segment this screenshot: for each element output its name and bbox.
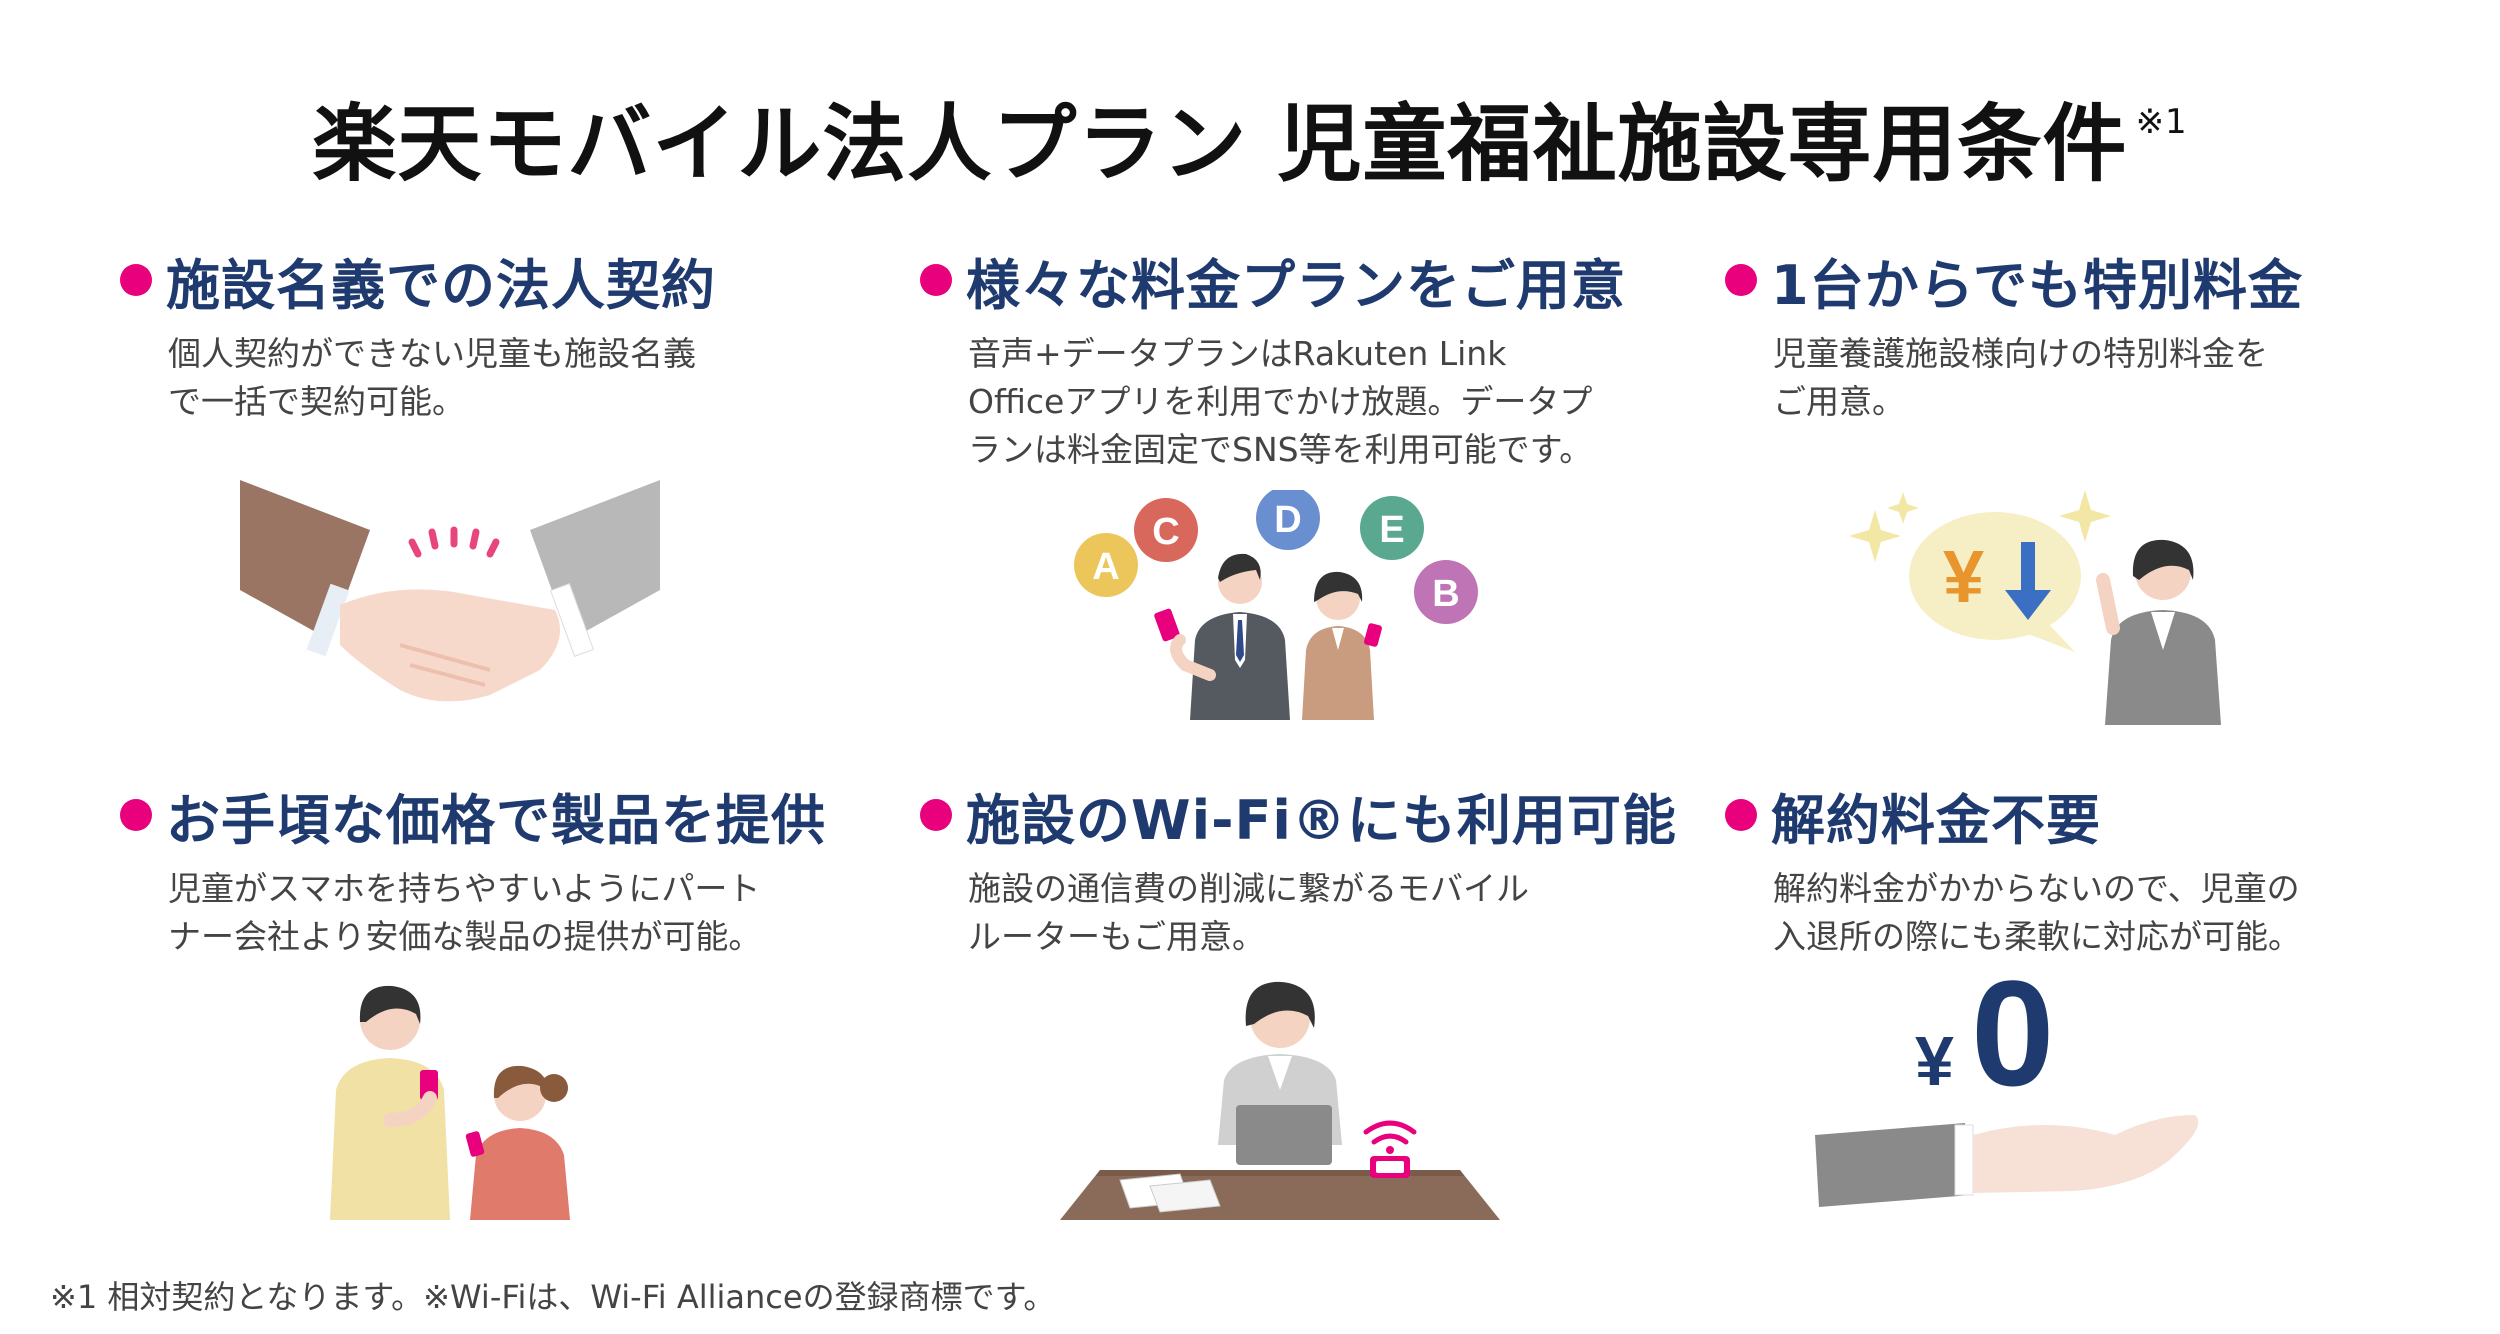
feature-title: 1台からでも特別料金	[1771, 253, 2303, 317]
feature-card-no-fee: 解約料金不要 解約料金がかからないので、児童の 入退所の際にも柔軟に対応が可能。…	[1725, 775, 2500, 1295]
bullet-dot	[1725, 264, 1757, 296]
feature-card-plans: 様々な料金プランをご用意 音声+データプランはRakuten Link Offi…	[920, 240, 1700, 760]
feature-description: 児童養護施設様向けの特別料金を ご用意。	[1773, 334, 2268, 421]
footnote: ※1 相対契約となります。※Wi-Fiは、Wi-Fi Allianceの登録商標…	[50, 1278, 1056, 1316]
feature-card-special-price: 1台からでも特別料金 児童養護施設様向けの特別料金を ご用意。 ¥	[1725, 240, 2500, 760]
title-footnote-mark: ※1	[2135, 102, 2188, 142]
feature-title: 解約料金不要	[1771, 788, 2101, 852]
mother-child-icon	[320, 970, 700, 1220]
feature-heading: お手頃な価格で製品を提供	[120, 775, 826, 855]
bubble-label: E	[1379, 509, 1404, 551]
feature-description: 施設の通信費の削減に繋がるモバイル ルーターもご用意。	[968, 869, 1529, 956]
plans-people-icon: A C D E B	[1070, 486, 1490, 720]
bullet-dot	[920, 799, 952, 831]
feature-card-contract: 施設名義での法人契約 個人契約ができない児童も施設名義 で一括で契約可能。	[120, 240, 900, 760]
feature-title: 施設のWi-Fi®にも利用可能	[966, 788, 1677, 852]
bullet-dot	[920, 264, 952, 296]
feature-title: 様々な料金プランをご用意	[966, 253, 1626, 317]
feature-card-products: お手頃な価格で製品を提供 児童がスマホを持ちやすいようにパート ナー会社より安価…	[120, 775, 900, 1295]
feature-heading: 施設名義での法人契約	[120, 240, 716, 320]
feature-description: 個人契約ができない児童も施設名義 で一括で契約可能。	[168, 334, 696, 421]
bullet-dot	[1725, 799, 1757, 831]
feature-title: お手頃な価格で製品を提供	[166, 788, 826, 852]
bubble-label: B	[1432, 573, 1459, 615]
feature-description: 解約料金がかからないので、児童の 入退所の際にも柔軟に対応が可能。	[1773, 869, 2301, 956]
feature-heading: 様々な料金プランをご用意	[920, 240, 1626, 320]
bullet-dot	[120, 799, 152, 831]
zero-yen-icon: ¥ 0	[1815, 949, 2275, 1225]
feature-card-wifi: 施設のWi-Fi®にも利用可能 施設の通信費の削減に繋がるモバイル ルーターもご…	[920, 775, 1700, 1295]
page-title-text: 楽天モバイル法人プラン 児童福祉施設専用条件	[312, 95, 2128, 193]
yen-symbol: ¥	[1943, 535, 1984, 618]
bubble-label: A	[1092, 546, 1119, 588]
yen-down-icon: ¥	[1845, 480, 2265, 725]
feature-description: 音声+データプランはRakuten Link Officeアプリを利用でかけ放題…	[968, 334, 1593, 469]
feature-description: 児童がスマホを持ちやすいようにパート ナー会社より安価な製品の提供が可能。	[168, 869, 762, 956]
feature-title: 施設名義での法人契約	[166, 253, 716, 317]
feature-heading: 施設のWi-Fi®にも利用可能	[920, 775, 1677, 855]
zero-amount: 0	[1971, 965, 2054, 1117]
bubble-label: D	[1274, 499, 1301, 541]
bullet-dot	[120, 264, 152, 296]
feature-heading: 1台からでも特別料金	[1725, 240, 2303, 320]
handshake-icon	[240, 480, 660, 740]
yen-symbol: ¥	[1915, 1022, 1954, 1100]
page-title: 楽天モバイル法人プラン 児童福祉施設専用条件※1	[0, 62, 2500, 193]
wifi-desk-icon	[1060, 970, 1500, 1220]
feature-heading: 解約料金不要	[1725, 775, 2101, 855]
bubble-label: C	[1152, 511, 1179, 553]
